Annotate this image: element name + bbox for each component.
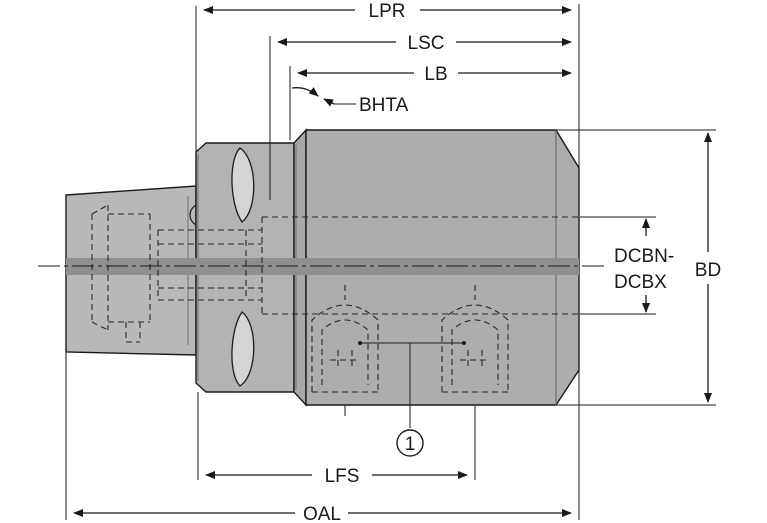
label-lb: LB: [424, 64, 447, 85]
callout-1-label: 1: [405, 434, 416, 455]
drive-slot-bottom: [231, 311, 255, 387]
extension-lines: [65, 4, 716, 520]
label-dcbn: DCBN-: [614, 246, 674, 267]
label-bhta: BHTA: [359, 95, 409, 116]
dimension-oal: OAL: [73, 504, 572, 523]
label-lfs: LFS: [325, 466, 360, 487]
dimension-lb: LB: [297, 64, 572, 85]
dimension-bhta: BHTA: [291, 87, 409, 116]
label-oal: OAL: [303, 504, 341, 523]
callout-1: 1: [396, 429, 424, 457]
label-bd: BD: [695, 260, 721, 281]
hidden-lines: [91, 204, 579, 416]
drive-slot-top: [231, 147, 255, 223]
dimension-lfs: LFS: [205, 466, 468, 487]
dimension-bd: BD: [695, 132, 721, 403]
label-lsc: LSC: [408, 33, 445, 54]
label-dcbx: DCBX: [614, 272, 667, 293]
dimension-dcbn-dcbx: DCBN- DCBX: [614, 218, 674, 313]
dimension-lpr: LPR: [203, 1, 572, 22]
tool-body: [65, 128, 580, 407]
dimension-lsc: LSC: [277, 33, 572, 54]
label-lpr: LPR: [369, 1, 406, 22]
